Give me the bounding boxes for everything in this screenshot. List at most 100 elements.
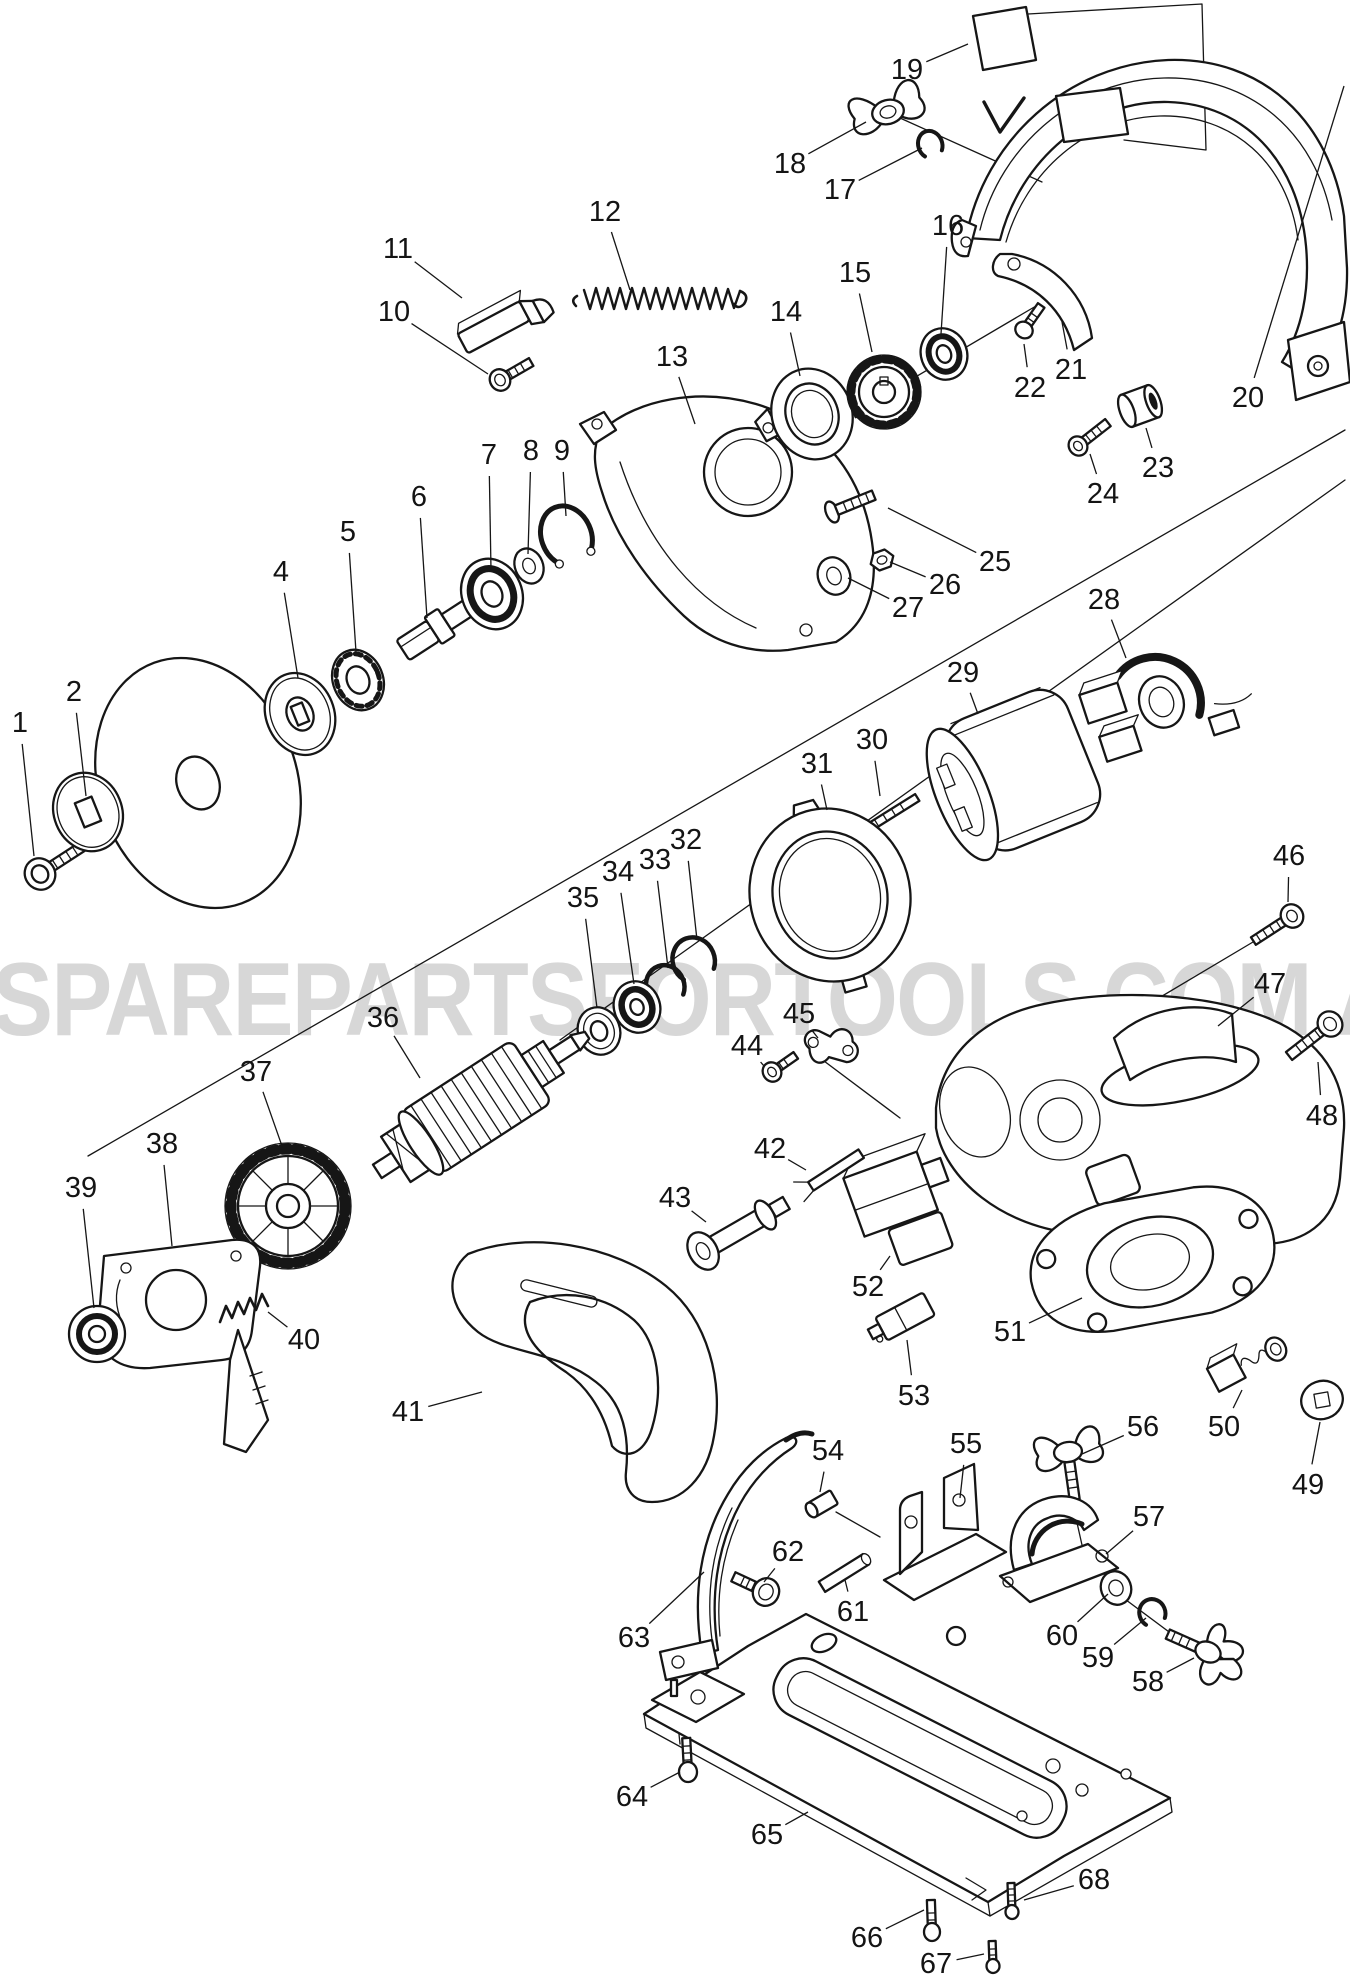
- leader-line-56: [1081, 1434, 1125, 1455]
- part-label-22: 22: [1014, 372, 1046, 404]
- part-16-ball-bearing: [919, 327, 969, 381]
- part-label-58: 58: [1132, 1666, 1164, 1698]
- part-label-16: 16: [932, 210, 964, 242]
- part-label-1: 1: [12, 707, 28, 739]
- leader-line-54: [819, 1471, 825, 1493]
- part-46-bolt: [1249, 903, 1305, 946]
- part-19-name-plate: [971, 5, 1038, 72]
- leader-line-62: [763, 1567, 776, 1583]
- part-label-5: 5: [340, 516, 356, 548]
- leader-line-52: [879, 1255, 891, 1271]
- leader-line-44: [760, 1061, 765, 1067]
- part-57-bevel-bracket: [998, 1495, 1120, 1604]
- leader-line-6: [419, 517, 428, 619]
- part-47-name-plate: [1112, 1006, 1238, 1082]
- leader-line-50: [1232, 1389, 1243, 1409]
- leader-line-14: [789, 332, 801, 377]
- leader-line-42: [787, 1159, 807, 1171]
- part-label-13: 13: [656, 341, 688, 373]
- part-56-wing-bolt: [1032, 1425, 1105, 1502]
- part-15-gear: [846, 354, 922, 430]
- part-35-washer: [576, 1006, 622, 1056]
- part-63-edge-guide: [658, 1430, 815, 1698]
- part-21-swing-arm: [991, 252, 1094, 352]
- part-60-washer: [1099, 1570, 1133, 1606]
- part-label-15: 15: [839, 257, 871, 289]
- part-label-51: 51: [994, 1316, 1026, 1348]
- leader-line-34: [620, 892, 635, 985]
- part-label-8: 8: [523, 435, 539, 467]
- part-label-46: 46: [1273, 840, 1305, 872]
- part-label-27: 27: [892, 592, 924, 624]
- part-65-base-plate: [642, 1612, 1173, 1917]
- leader-line-39: [82, 1208, 95, 1309]
- part-label-10: 10: [378, 296, 410, 328]
- leader-line-5: [348, 552, 357, 653]
- leader-line-55: [959, 1464, 965, 1499]
- part-54-pin: [804, 1489, 839, 1519]
- leader-line-1: [21, 743, 35, 857]
- leader-line-8: [527, 471, 532, 555]
- part-label-11: 11: [383, 233, 413, 265]
- leader-line-47: [1217, 996, 1255, 1027]
- part-59-lock-washer: [1137, 1597, 1168, 1627]
- part-label-66: 66: [851, 1922, 883, 1954]
- part-label-60: 60: [1046, 1620, 1078, 1652]
- part-48-bolt: [1284, 1010, 1344, 1062]
- part-25-screw: [823, 489, 877, 524]
- part-53-connector: [866, 1292, 936, 1343]
- leader-line-48: [1317, 1061, 1322, 1096]
- part-label-47: 47: [1254, 968, 1286, 1000]
- part-label-63: 63: [618, 1622, 650, 1654]
- part-49-brush-cap: [1300, 1379, 1344, 1421]
- part-27-washer: [816, 556, 852, 596]
- part-39-ball-bearing: [67, 1304, 127, 1364]
- part-28-brush-holder: [1078, 652, 1252, 763]
- part-2-outer-flange: [51, 771, 125, 853]
- part-20-blade-guard: [950, 58, 1350, 402]
- part-44-screw: [761, 1050, 800, 1083]
- leader-line-2: [75, 712, 87, 797]
- leader-line-49: [1311, 1421, 1321, 1465]
- part-12-tension-spring: [571, 286, 748, 311]
- part-label-50: 50: [1208, 1411, 1240, 1443]
- part-24-screw: [1067, 417, 1112, 457]
- part-34-ball-bearing: [612, 980, 662, 1034]
- part-label-36: 36: [367, 1002, 399, 1034]
- leader-line-30: [874, 760, 881, 797]
- part-label-32: 32: [670, 824, 702, 856]
- leader-line-64: [650, 1771, 681, 1788]
- part-label-24: 24: [1087, 478, 1119, 510]
- part-67-screw: [985, 1939, 1001, 1975]
- part-motor-housing: [934, 993, 1346, 1246]
- part-label-53: 53: [898, 1380, 930, 1412]
- part-58-wing-bolt: [1164, 1623, 1245, 1686]
- leader-line-33: [656, 880, 669, 969]
- part-label-49: 49: [1292, 1469, 1324, 1501]
- part-23-roller: [1116, 383, 1164, 429]
- part-label-6: 6: [411, 481, 427, 513]
- leader-line-45: [811, 1030, 819, 1039]
- part-label-33: 33: [639, 844, 671, 876]
- part-label-64: 64: [616, 1781, 648, 1813]
- part-51-gear-housing-cover: [1029, 1185, 1276, 1333]
- part-label-4: 4: [273, 556, 289, 588]
- part-label-61: 61: [837, 1596, 869, 1628]
- part-7-ball-bearing: [459, 557, 525, 631]
- part-62-thumb-screw: [730, 1571, 781, 1607]
- part-42-rod: [793, 1148, 866, 1203]
- leader-line-16: [940, 246, 948, 335]
- part-10-screw: [488, 356, 535, 392]
- part-1-hex-bolt: [23, 841, 86, 891]
- part-68-screw: [1004, 1881, 1020, 1921]
- part-label-12: 12: [589, 196, 621, 228]
- leader-line-22: [1023, 343, 1028, 368]
- part-41-handle: [451, 1241, 718, 1504]
- part-label-59: 59: [1082, 1642, 1114, 1674]
- part-50-carbon-brush: [1205, 1336, 1288, 1393]
- part-18-wing-nut: [847, 78, 926, 136]
- leader-line-18: [808, 121, 867, 155]
- part-26-cap-nut: [869, 548, 895, 572]
- part-label-68: 68: [1078, 1864, 1110, 1896]
